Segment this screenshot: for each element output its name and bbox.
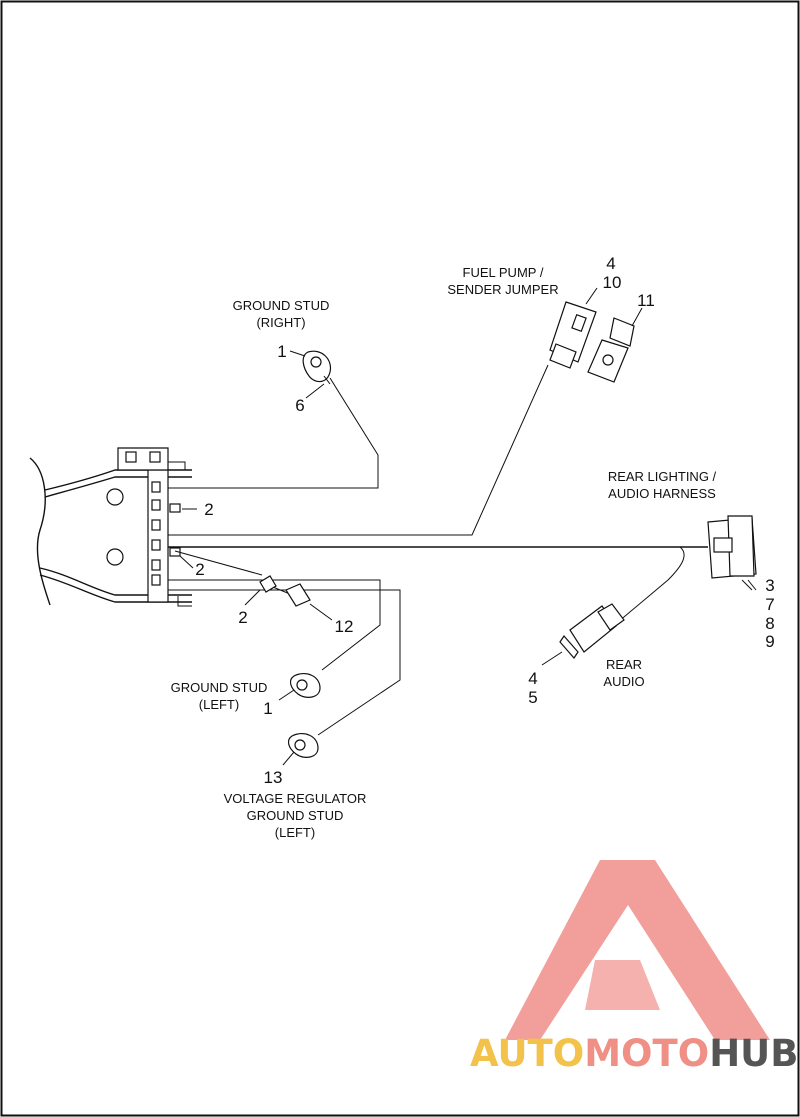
callout-numbers: 1 6 4 10 11 2 2 2 12 3 7 8 9 4 5 1 13 <box>195 254 774 787</box>
callout-number: 9 <box>765 632 774 651</box>
label-line: AUDIO <box>603 674 644 689</box>
callout-number: 2 <box>238 608 247 627</box>
label-rear-lighting: REAR LIGHTING / AUDIO HARNESS <box>608 469 717 501</box>
watermark-logo: AUTOMOTOHUB <box>470 860 798 1075</box>
ring-terminal-vr <box>287 733 319 758</box>
label-line: (RIGHT) <box>256 315 305 330</box>
label-line: REAR LIGHTING / <box>608 469 717 484</box>
label-fuel-pump: FUEL PUMP / SENDER JUMPER <box>447 265 558 297</box>
label-line: VOLTAGE REGULATOR <box>224 791 367 806</box>
callout-number: 4 <box>606 254 615 273</box>
callout-number: 7 <box>765 595 774 614</box>
watermark-text: AUTOMOTOHUB <box>470 1032 798 1075</box>
label-line: GROUND STUD <box>171 680 268 695</box>
inline-connector-12 <box>259 575 311 607</box>
label-voltage-regulator: VOLTAGE REGULATOR GROUND STUD (LEFT) <box>224 791 367 840</box>
callout-number: 1 <box>263 699 272 718</box>
fuel-pump-connector <box>549 301 597 369</box>
label-line: (LEFT) <box>275 825 315 840</box>
callout-number: 6 <box>295 396 304 415</box>
callout-number: 1 <box>277 342 286 361</box>
label-line: (LEFT) <box>199 697 239 712</box>
callout-number: 3 <box>765 576 774 595</box>
rear-audio-connector <box>559 603 625 659</box>
label-line: GROUND STUD <box>233 298 330 313</box>
rear-lighting-connector <box>707 515 757 591</box>
terminal-part-11 <box>587 317 635 383</box>
callout-number: 5 <box>528 688 537 707</box>
callout-number: 8 <box>765 614 774 633</box>
label-line: FUEL PUMP / <box>463 265 544 280</box>
label-line: GROUND STUD <box>247 808 344 823</box>
ring-terminal-right <box>302 350 332 385</box>
callout-number: 10 <box>603 273 622 292</box>
callout-number: 4 <box>528 669 537 688</box>
label-line: SENDER JUMPER <box>447 282 558 297</box>
ring-terminal-left <box>289 673 321 698</box>
label-line: REAR <box>606 657 642 672</box>
label-rear-audio: REAR AUDIO <box>603 657 644 689</box>
callout-number: 2 <box>195 560 204 579</box>
callout-number: 11 <box>637 291 655 310</box>
frame-bracket <box>29 447 192 607</box>
label-line: AUDIO HARNESS <box>608 486 716 501</box>
callout-number: 13 <box>264 768 283 787</box>
wires <box>168 364 708 736</box>
callout-number: 2 <box>204 500 213 519</box>
leader-lines <box>179 287 757 766</box>
label-ground-stud-left: GROUND STUD (LEFT) <box>171 680 268 712</box>
label-ground-stud-right: GROUND STUD (RIGHT) <box>233 298 330 330</box>
callout-number: 12 <box>335 617 354 636</box>
